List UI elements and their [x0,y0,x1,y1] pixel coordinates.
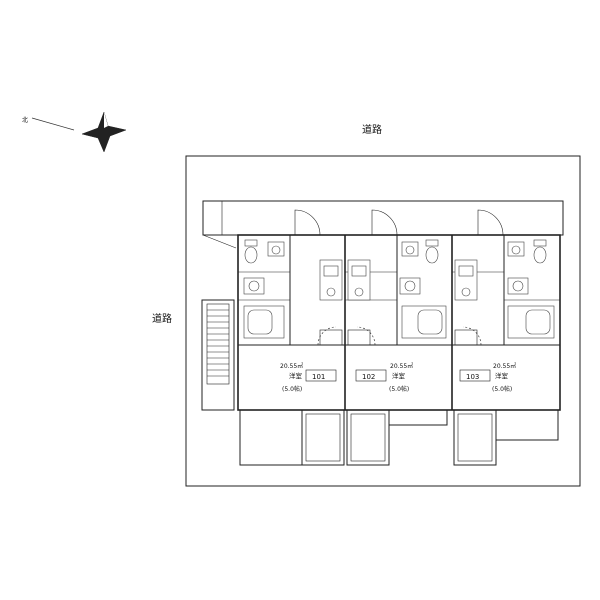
entry-door [371,209,398,236]
unit-101-number: 101 [312,373,325,381]
unit-102-area: 20.55㎡ [390,362,413,370]
compass-star-icon [81,111,127,153]
balcony-102 [346,409,390,466]
unit-103: 20.55㎡ 洋室 (5.0帖) 103 [452,209,560,466]
unit-103-number: 103 [466,373,479,381]
entry-door [477,209,504,236]
site-boundary [185,155,581,487]
unit-103-area: 20.55㎡ [493,362,516,370]
toilet-icon [533,246,547,264]
entry-door [294,209,321,236]
north-compass: 北 [22,111,127,153]
toilet-icon [425,246,439,264]
north-label: 北 [22,116,28,124]
unit-102: 20.55㎡ 洋室 (5.0帖) 102 [345,209,453,466]
road-label-top: 道路 [362,123,382,136]
balcony-101 [239,409,303,466]
toilet-icon [244,246,258,264]
unit-102-number: 102 [362,373,375,381]
unit-102-room-type: 洋室 [392,371,406,380]
unit-101-room-type: 洋室 [289,371,303,380]
staircase [201,299,235,411]
unit-103-room-type: 洋室 [495,371,509,380]
unit-102-tatami: (5.0帖) [389,385,409,393]
unit-101-tatami: (5.0帖) [282,385,302,393]
road-label-left: 道路 [152,312,172,325]
unit-101-area: 20.55㎡ [280,362,303,370]
unit-103-tatami: (5.0帖) [492,385,512,393]
balcony-103 [453,409,497,466]
unit-101: 20.55㎡ 洋室 (5.0帖) 101 [238,209,346,466]
